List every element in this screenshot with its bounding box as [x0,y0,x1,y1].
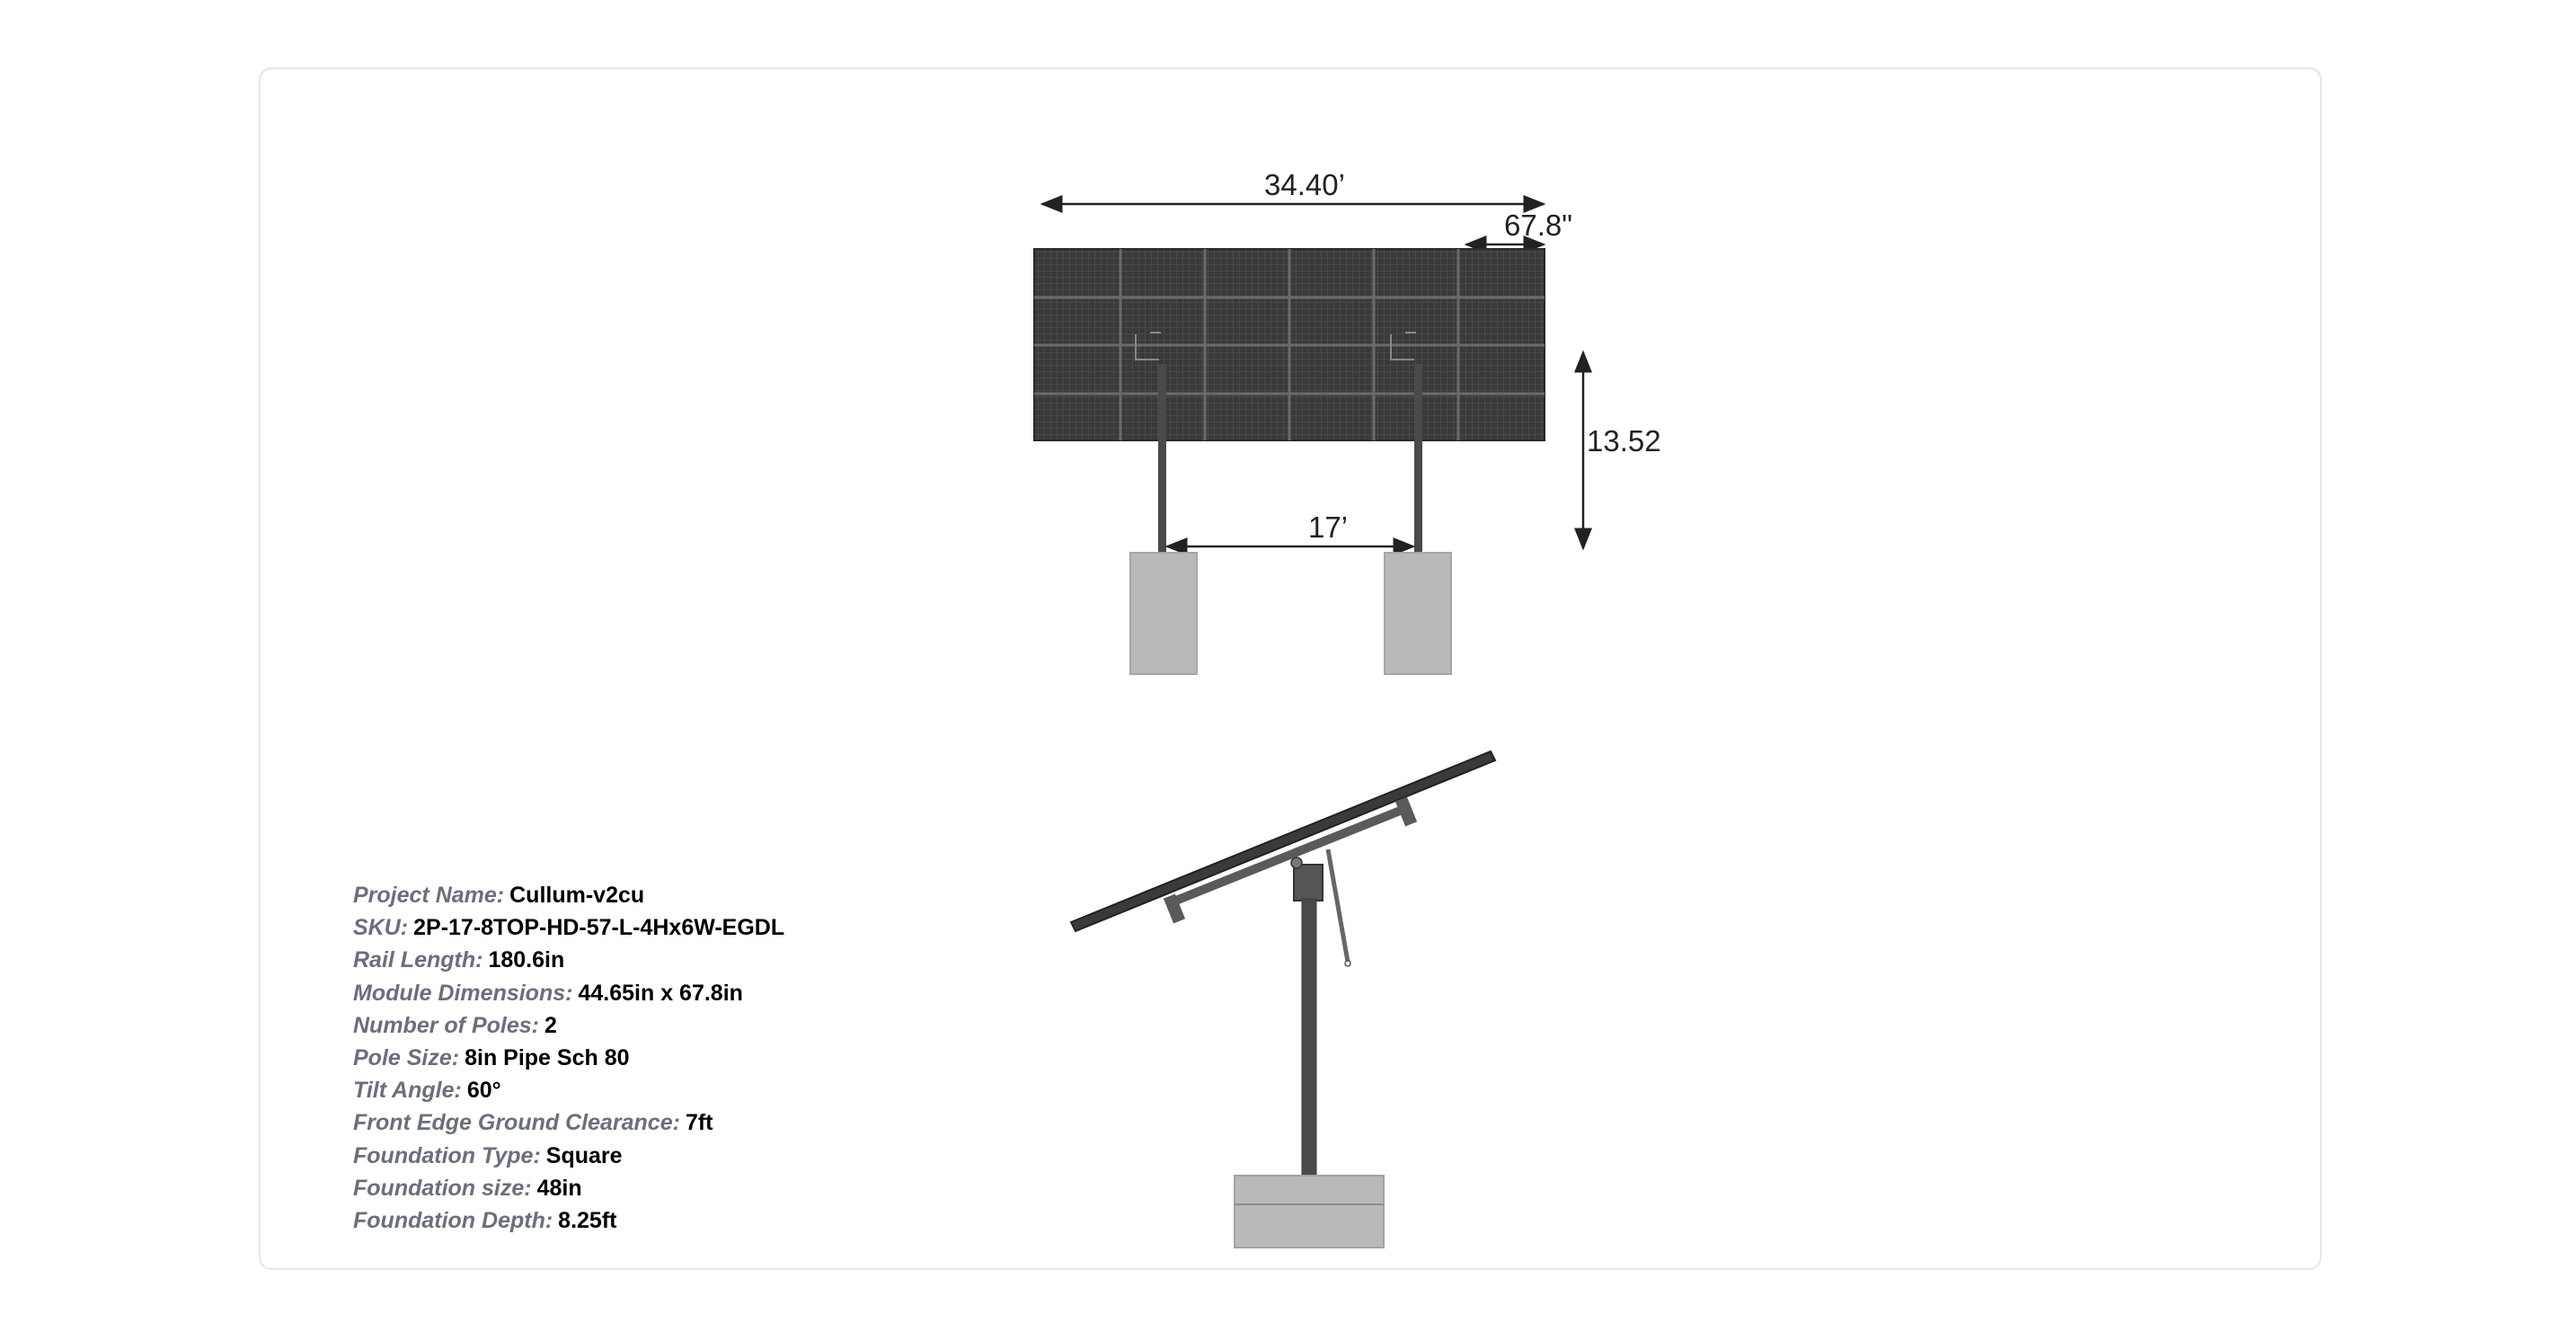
side-panel [1069,750,1497,933]
width-dimension-label: 34.40’ [1264,168,1345,201]
front-foundation-left [1129,552,1198,675]
pole-spacing-dimension-label: 17’ [1308,511,1348,544]
pivot-bolt [1290,857,1303,869]
spec-foundation-depth: Foundation Depth:8.25ft [353,1208,617,1234]
front-pole-left [1158,364,1166,553]
spec-pole-size: Pole Size:8in Pipe Sch 80 [353,1045,630,1071]
rail-bracket-lower [1163,893,1186,924]
module-width-dimension-label: 67.8" [1504,209,1572,242]
spec-number-of-poles: Number of Poles:2 [353,1012,557,1038]
rail-bracket-upper [1394,796,1418,827]
spec-sku: SKU:2P-17-8TOP-HD-57-L-4Hx6W-EGDL [353,915,785,941]
height-dimension-label: 13.52 [1587,424,1661,457]
spec-foundation-size: Foundation size:48in [353,1175,582,1201]
front-view: 34.40’ 67.8" 13.52 17’ [1033,168,1661,675]
spec-foundation-type: Foundation Type:Square [353,1142,623,1168]
actuator-pin [1344,960,1351,967]
spec-list: Project Name:Cullum-v2cu SKU:2P-17-8TOP-… [353,879,784,1237]
spec-rail-length: Rail Length:180.6in [353,947,565,973]
front-pole-right [1414,364,1422,553]
side-pole [1301,898,1317,1178]
pivot-head [1293,864,1323,901]
front-foundation-right [1384,552,1452,675]
spec-tilt-angle: Tilt Angle:60° [353,1078,501,1104]
spec-module-dimensions: Module Dimensions:44.65in x 67.8in [353,980,743,1006]
side-view [1069,750,1497,1248]
tilt-actuator [1325,848,1350,963]
spec-ground-clearance: Front Edge Ground Clearance:7ft [353,1110,713,1136]
rear-bracing [1135,332,1416,360]
side-rail [1166,804,1410,908]
panel-module-grid [1034,249,1545,440]
spec-project-name: Project Name:Cullum-v2cu [353,883,645,908]
side-foundation [1234,1175,1385,1248]
